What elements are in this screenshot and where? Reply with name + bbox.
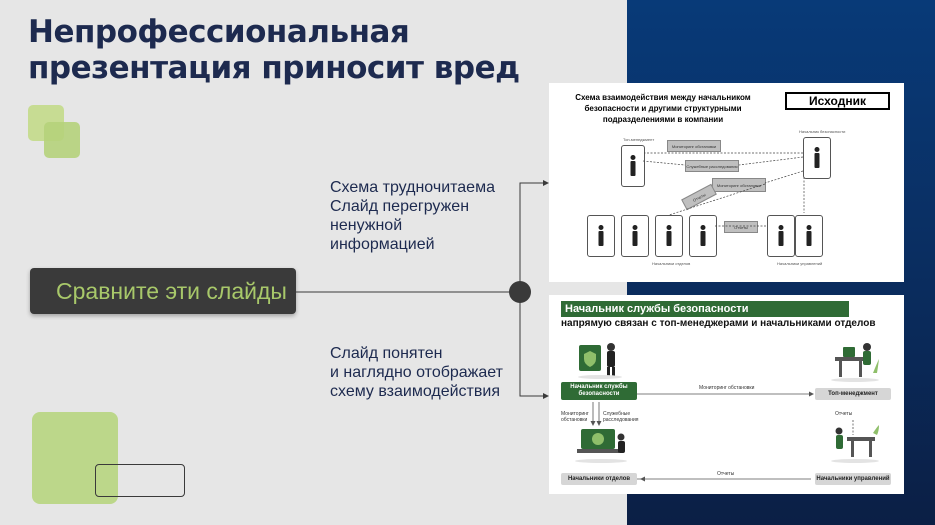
person-icon <box>598 225 604 247</box>
arrow-head <box>543 393 549 399</box>
person-card <box>655 215 683 257</box>
edge-label-investigations: Служебные расследования <box>603 411 639 423</box>
slide-improved[interactable]: Начальник службы безопасности напрямую с… <box>549 295 904 494</box>
slide-original-title: Схема взаимодействия между начальником б… <box>575 93 751 124</box>
person-card <box>767 215 795 257</box>
flow-arrows <box>642 152 805 227</box>
decor-outline-box <box>95 464 185 497</box>
flow-arrows-improved <box>590 391 854 482</box>
person-icon <box>806 225 812 247</box>
label-mgmt-heads: Начальники управлений <box>777 261 823 266</box>
label-security-chief: Начальник безопасности <box>799 129 846 134</box>
good-slide-description: Слайд понятен и наглядно отображает схем… <box>330 344 520 401</box>
node-dept-heads: Начальники отделов <box>561 473 637 485</box>
node-mgmt-heads: Начальники управлений <box>815 473 891 485</box>
arrow-head <box>543 180 549 186</box>
person-icon <box>632 225 638 247</box>
node-top-mgmt: Топ-менеджмент <box>815 388 891 400</box>
desc-line: Слайд перегружен <box>330 198 470 215</box>
desc-line: Слайд понятен <box>330 345 443 362</box>
security-chief-illustration <box>578 343 622 379</box>
label-top-mgmt: Топ-менеджмент <box>623 137 655 142</box>
decor-square <box>44 122 80 158</box>
person-card <box>803 137 831 179</box>
slide-improved-subheader: напрямую связан с топ-менеджерами и нача… <box>561 318 876 329</box>
desc-line: схему взаимодействия <box>330 383 500 400</box>
flow-box: Служебные расследования <box>685 160 739 172</box>
person-icon <box>814 147 820 169</box>
desc-line: Схема трудночитаема <box>330 179 495 196</box>
compare-slides-label: Сравните эти слайды <box>56 277 287 304</box>
edge-label-reports-bottom: Отчеты <box>717 471 735 477</box>
slide-original[interactable]: Схема взаимодействия между начальником б… <box>549 83 904 282</box>
page-title: Непрофессиональная презентация приносит … <box>28 14 520 86</box>
header-text: Начальник службы безопасности <box>565 303 749 315</box>
person-card <box>621 145 645 187</box>
edge-label-reports-right: Отчеты <box>835 411 853 417</box>
desc-line: и наглядно отображает <box>330 364 503 381</box>
node-security-chief: Начальник службы безопасности <box>561 382 637 400</box>
dept-heads-illustration <box>575 429 627 463</box>
mgmt-heads-illustration <box>831 425 879 463</box>
person-card <box>587 215 615 257</box>
person-icon <box>778 225 784 247</box>
person-card <box>621 215 649 257</box>
person-icon <box>666 225 672 247</box>
source-tag: Исходник <box>785 92 890 110</box>
decor-square-large <box>32 412 118 504</box>
person-card <box>795 215 823 257</box>
edge-label-monitoring: Мониторинг обстановки <box>699 385 755 391</box>
top-mgmt-illustration <box>831 343 879 382</box>
slide-improved-header: Начальник службы безопасности <box>561 301 849 317</box>
connector-node <box>509 281 531 303</box>
person-icon <box>700 225 706 247</box>
flow-box: Мониторинг обстановки <box>712 178 766 192</box>
bad-slide-description: Схема трудночитаема Слайд перегружен нен… <box>330 178 510 254</box>
flow-box: Мониторинг обстановки <box>667 140 721 152</box>
edge-label-monitoring-left: Мониторинг обстановки <box>561 411 589 423</box>
person-icon <box>630 155 636 177</box>
desc-line: ненужной информацией <box>330 217 435 253</box>
person-card <box>689 215 717 257</box>
compare-slides-button[interactable]: Сравните эти слайды <box>30 268 296 314</box>
label-dept-heads: Начальники отделов <box>652 261 691 266</box>
flow-box: Отчеты <box>724 221 758 233</box>
